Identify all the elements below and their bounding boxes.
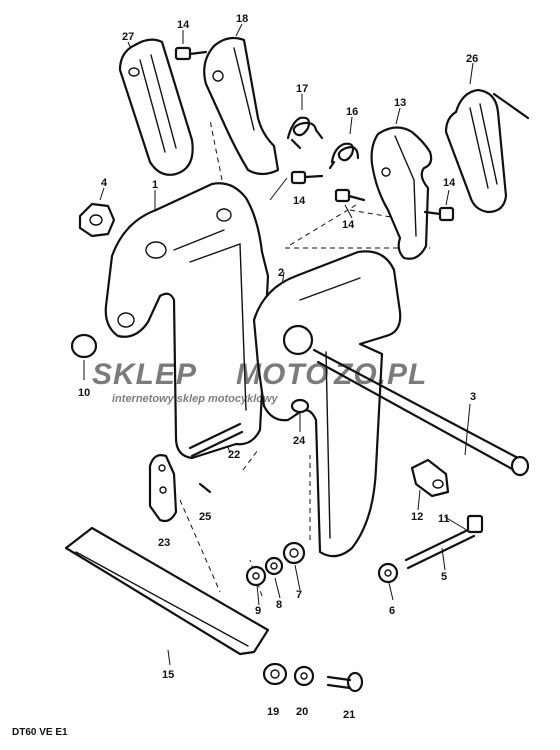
callout-12: 12 bbox=[411, 511, 423, 523]
part-20-washer bbox=[293, 665, 315, 687]
part-8-washer bbox=[264, 556, 284, 576]
part-21-bolt bbox=[326, 671, 364, 693]
callout-17: 18 bbox=[236, 13, 248, 25]
part-18-long-plate bbox=[64, 526, 270, 656]
watermark-brand-left: SKLEP bbox=[92, 358, 197, 391]
callout-18: 15 bbox=[162, 669, 174, 681]
part-14-bolt-top bbox=[174, 46, 208, 61]
watermark-brand-mid: MOTO bbox=[236, 358, 329, 391]
callout-11: 11 bbox=[438, 513, 450, 525]
callout-4: 4 bbox=[101, 177, 108, 189]
callout-16: 17 bbox=[296, 83, 308, 95]
part-10-plug bbox=[70, 333, 98, 359]
callout-14-top: 14 bbox=[177, 19, 190, 31]
callout-9: 9 bbox=[255, 605, 261, 617]
part-27-slotted-plate bbox=[118, 38, 194, 176]
callout-8: 8 bbox=[276, 599, 282, 611]
callout-13: 13 bbox=[394, 97, 406, 109]
part-13-tilt-lever bbox=[370, 126, 433, 260]
part-17-bracket-plate bbox=[203, 36, 280, 176]
part-12-grease-fitting bbox=[410, 458, 450, 498]
callout-6: 6 bbox=[389, 605, 395, 617]
callout-labels: 27 14 18 17 16 13 26 4 1 14 14 14 2 3 10… bbox=[78, 13, 478, 721]
watermark: SKLEP MOTO ZO.PL internetowy sklep motoc… bbox=[92, 358, 427, 405]
part-15-spring bbox=[328, 142, 360, 170]
part-6-washer bbox=[377, 562, 399, 584]
callout-14-right: 14 bbox=[443, 177, 456, 189]
callout-14-mid: 14 bbox=[293, 195, 306, 207]
callout-25: 25 bbox=[199, 511, 211, 523]
callout-27: 27 bbox=[122, 31, 134, 43]
callout-14-right-mid: 14 bbox=[342, 219, 355, 231]
callout-23: 23 bbox=[158, 537, 170, 549]
callout-3: 3 bbox=[470, 391, 476, 403]
part-16-spring bbox=[286, 116, 324, 150]
part-3-tilt-tube bbox=[312, 348, 530, 477]
part-14-bolt-right-mid bbox=[334, 188, 366, 203]
callout-21: 21 bbox=[343, 709, 355, 721]
part-26-plate-with-rod bbox=[444, 88, 530, 214]
part-14-bolt-right bbox=[423, 206, 455, 222]
part-14-bolt-mid bbox=[290, 170, 324, 185]
callout-19: 19 bbox=[267, 706, 279, 718]
watermark-brand-right: ZO.PL bbox=[333, 358, 427, 391]
part-25-small-pin bbox=[198, 482, 212, 494]
callout-20: 20 bbox=[296, 706, 308, 718]
callout-22: 22 bbox=[228, 449, 240, 461]
callout-15: 16 bbox=[346, 106, 358, 118]
part-7-washer bbox=[282, 541, 306, 565]
part-23-link-plate bbox=[148, 454, 178, 523]
part-1-stern-bracket bbox=[104, 182, 270, 460]
callout-5: 5 bbox=[441, 571, 447, 583]
callout-1: 1 bbox=[152, 179, 158, 191]
part-19-washer bbox=[262, 662, 288, 686]
callout-26: 26 bbox=[466, 53, 478, 65]
callout-10: 10 bbox=[78, 387, 90, 399]
part-9-washer bbox=[245, 565, 267, 587]
part-4-nut bbox=[78, 202, 116, 238]
callout-2: 2 bbox=[278, 267, 284, 279]
watermark-tagline: internetowy sklep motocyklowy bbox=[112, 393, 279, 405]
diagram-code: DT60 VE E1 bbox=[12, 727, 68, 738]
part-11-bolt-long bbox=[404, 514, 484, 570]
callout-7: 7 bbox=[296, 589, 302, 601]
part-22-pin bbox=[188, 422, 244, 458]
callout-24: 24 bbox=[293, 435, 306, 447]
leader-lines bbox=[83, 23, 474, 666]
part-24-thrust-rod bbox=[290, 398, 310, 414]
